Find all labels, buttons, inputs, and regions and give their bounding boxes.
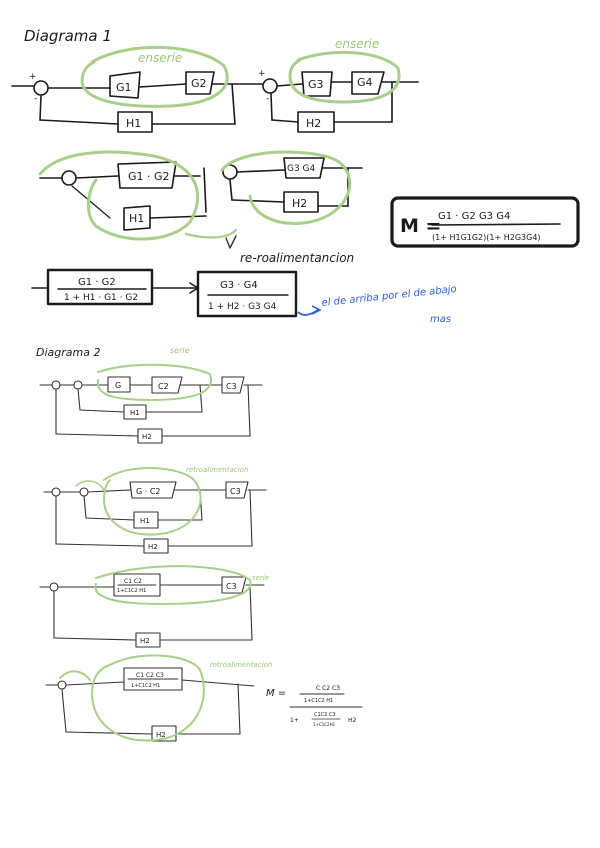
note-d2-retro-2: retroalimentacion [210, 661, 272, 669]
svg-text:C1C2 C3: C1C2 C3 [314, 712, 336, 718]
note-retroalimentacion-1: re-roalimentancion [240, 251, 354, 265]
tf2-numerator: G3 · G4 [220, 280, 258, 291]
svg-text:-: - [34, 94, 37, 104]
block-h1-label: H1 [126, 117, 141, 130]
d1-row3: G1 · G2 1 + H1 · G1 · G2 G3 · G4 1 + H2 … [31, 268, 298, 318]
note-blue-1: el de arriba por el de abajo [321, 284, 457, 309]
d2-row1: G C2 C3 H1 H2 [39, 376, 263, 444]
block-tf-2 [196, 270, 298, 318]
block-g1g2-label: G1 · G2 [128, 170, 170, 183]
d2-row2: G · C2 C3 H1 H2 [43, 481, 267, 554]
note-d2-retro: retroalimentacion [186, 466, 248, 474]
block-tf-d2-r4 [123, 667, 183, 691]
block-g1 [109, 71, 141, 99]
diagram1-title: Diagrama 1 [24, 27, 112, 45]
d2-row4: C1 C2 C3 1+C1C2 H1 H2 [45, 667, 255, 742]
svg-text:1+C1C2 H1: 1+C1C2 H1 [304, 698, 333, 704]
diagram2-title: Diagrama 2 [36, 346, 100, 359]
tf1-numerator: G1 · G2 [78, 277, 116, 288]
note-serie-2: enserie [335, 37, 379, 51]
block-h1-step2 [123, 205, 151, 231]
svg-text:1+: 1+ [290, 717, 299, 724]
tf1-denominator: 1 + H1 · G1 · G2 [64, 293, 138, 303]
block-h1 [117, 111, 153, 133]
block-g2-label: G2 [191, 77, 207, 90]
block-g3-label: G3 [308, 78, 324, 91]
svg-text:-: - [266, 94, 269, 104]
d1-result-box: M = G1 · G2 G3 G4 (1+ H1G1G2)(1+ H2G3G4) [390, 196, 580, 248]
note-blue-2: mas [430, 314, 451, 325]
svg-text:H2: H2 [348, 717, 357, 724]
result-denominator: (1+ H1G1G2)(1+ H2G3G4) [432, 233, 541, 242]
svg-text:H2: H2 [142, 433, 152, 441]
block-gc2 [129, 481, 177, 499]
svg-text:G · C2: G · C2 [136, 487, 161, 496]
svg-text:C1 C2: C1 C2 [124, 578, 142, 585]
svg-text:1+C1C2 H1: 1+C1C2 H1 [117, 588, 146, 594]
svg-text:+: + [29, 72, 37, 82]
svg-text:H1: H1 [140, 517, 150, 525]
block-c3 [221, 376, 245, 394]
svg-text:C C2 C3: C C2 C3 [316, 685, 340, 692]
green-circle-d2-serie-2 [94, 565, 252, 605]
block-g3 [301, 71, 333, 97]
svg-text:H2: H2 [140, 637, 150, 645]
d2-row3: C1 C2 1+C1C2 H1 C3 H2 [39, 573, 265, 648]
block-g1-label: G1 [116, 81, 132, 94]
green-circle-feedback-2 [220, 150, 352, 225]
summing-junction-2 [262, 78, 278, 94]
svg-text:C3: C3 [226, 582, 237, 591]
block-h2-step2-label: H2 [292, 197, 307, 210]
green-circle-d2-serie [96, 363, 213, 401]
note-serie-1: enserie [138, 51, 182, 65]
block-g1g2 [117, 161, 177, 189]
svg-text:H2: H2 [156, 731, 166, 739]
result-numerator: G1 · G2 G3 G4 [438, 211, 510, 222]
svg-text:1+C1C2H1: 1+C1C2H1 [313, 722, 336, 727]
block-c2 [151, 376, 183, 394]
block-h2-label: H2 [306, 117, 321, 130]
note-d2-serie-2: serie [252, 574, 269, 582]
svg-text:C2: C2 [158, 382, 169, 391]
d2-result-lhs: M = [266, 688, 286, 699]
svg-text:C1 C2 C3: C1 C2 C3 [136, 672, 164, 679]
d1-row2: G1 · G2 H1 G3 G4 H2 [39, 157, 363, 231]
block-g4-label: G4 [357, 76, 373, 89]
summing-junction-1 [33, 80, 49, 96]
svg-text:C3: C3 [230, 487, 241, 496]
svg-text:H1: H1 [130, 409, 140, 417]
green-circle-series-2 [288, 51, 401, 104]
block-h1-step2-label: H1 [129, 212, 144, 225]
block-g3g4-label: G3 G4 [287, 164, 316, 174]
svg-text:G: G [115, 381, 121, 390]
block-g3g4 [283, 157, 325, 179]
block-g4 [351, 71, 385, 95]
svg-text:+: + [258, 69, 266, 79]
green-circle-feedback-1 [38, 150, 199, 241]
block-c3-r2 [225, 481, 249, 499]
block-g2 [185, 71, 215, 95]
svg-text:C3: C3 [226, 382, 237, 391]
result-lhs: M = [400, 215, 441, 237]
tf2-denominator: 1 + H2 · G3 G4 [208, 302, 277, 312]
block-tf-1 [46, 268, 154, 306]
svg-text:H2: H2 [148, 543, 158, 551]
note-d2-serie: serie [170, 346, 190, 355]
green-circle-d2-retro [103, 466, 202, 536]
green-circle-d2-retro-2 [91, 654, 205, 742]
d1-row1: + - G1 G2 H1 + - G3 G4 H2 [11, 69, 419, 133]
green-circle-series-1 [80, 45, 229, 108]
svg-text:1+C1C2 H1: 1+C1C2 H1 [131, 683, 160, 689]
d2-result: M = C C2 C3 1+C1C2 H1 1+ C1C2 C3 1+C1C2H… [266, 685, 363, 727]
